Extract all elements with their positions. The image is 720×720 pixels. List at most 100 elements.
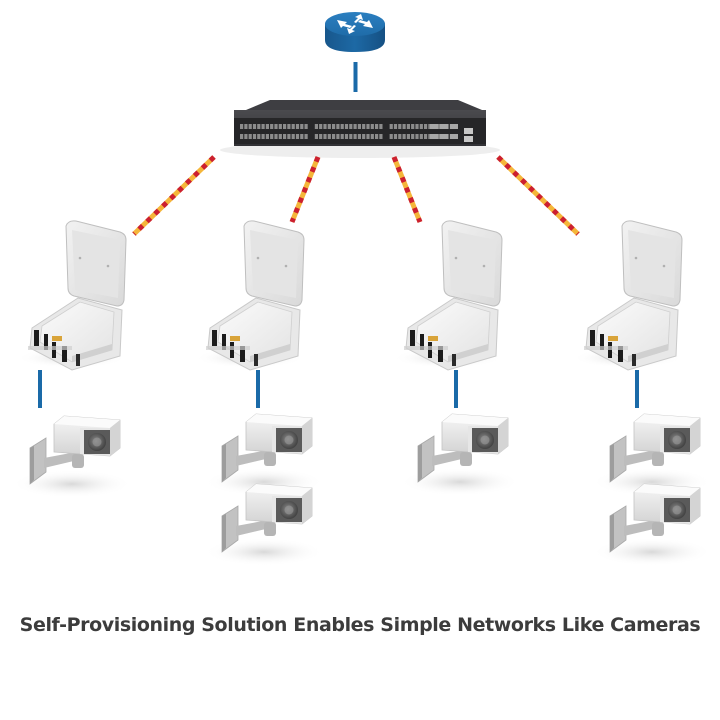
network-switch-icon bbox=[220, 100, 500, 158]
dashed-link-3 bbox=[391, 156, 423, 223]
switch-port bbox=[270, 124, 274, 129]
switch-port bbox=[319, 124, 323, 129]
switch-port bbox=[398, 124, 402, 129]
switch-uplink-port bbox=[440, 124, 448, 129]
switch-uplink-port bbox=[430, 134, 438, 139]
switch-port bbox=[344, 134, 349, 139]
switch-port bbox=[402, 134, 406, 139]
switch-port bbox=[240, 134, 244, 139]
switch-port bbox=[357, 124, 361, 129]
switch-port bbox=[332, 134, 336, 139]
switch-port bbox=[261, 124, 265, 129]
switch-port bbox=[402, 124, 406, 129]
switch-port bbox=[287, 124, 291, 129]
switch-port bbox=[261, 134, 265, 139]
switch-port bbox=[424, 134, 428, 139]
switch-port bbox=[398, 134, 402, 139]
switch-port bbox=[291, 124, 295, 129]
switch-port bbox=[252, 124, 257, 129]
outdoor-enclosure-icon bbox=[16, 220, 128, 371]
switch-port bbox=[370, 124, 374, 129]
switch-port bbox=[419, 134, 423, 139]
switch-port bbox=[240, 124, 244, 129]
switch-port bbox=[424, 124, 428, 129]
switch-port bbox=[340, 134, 344, 139]
switch-port bbox=[278, 124, 282, 129]
switch-port bbox=[283, 134, 287, 139]
switch-port bbox=[349, 124, 353, 129]
switch-uplink-port bbox=[440, 134, 448, 139]
switch-port bbox=[323, 134, 327, 139]
switch-port bbox=[428, 134, 432, 139]
switch-port bbox=[314, 134, 318, 139]
switch-port bbox=[265, 134, 269, 139]
switch-port bbox=[323, 124, 327, 129]
outdoor-enclosure-icon bbox=[194, 220, 306, 371]
switch-port bbox=[428, 124, 432, 129]
switch-port bbox=[257, 124, 261, 129]
router-icon bbox=[325, 12, 385, 52]
switch-port bbox=[362, 124, 366, 129]
switch-port bbox=[319, 134, 323, 139]
switch-port bbox=[375, 124, 379, 129]
switch-port bbox=[362, 134, 366, 139]
switch-port bbox=[300, 124, 304, 129]
switch-port bbox=[304, 134, 308, 139]
switch-port bbox=[327, 124, 331, 129]
switch-port bbox=[415, 134, 419, 139]
switch-port bbox=[353, 124, 357, 129]
dashed-link-2 bbox=[289, 156, 321, 223]
switch-port bbox=[366, 124, 370, 129]
switch-port bbox=[295, 124, 300, 129]
switch-port bbox=[244, 124, 248, 129]
switch-port bbox=[332, 124, 336, 129]
switch-port bbox=[370, 134, 374, 139]
switch-port bbox=[287, 134, 291, 139]
switch-port bbox=[375, 134, 379, 139]
switch-port bbox=[283, 124, 287, 129]
switch-port bbox=[244, 134, 248, 139]
switch-port bbox=[406, 134, 410, 139]
switch-port bbox=[436, 134, 441, 139]
switch-port bbox=[389, 124, 393, 129]
outdoor-enclosure-icon bbox=[392, 220, 504, 371]
switch-port bbox=[278, 134, 282, 139]
switch-port bbox=[393, 134, 398, 139]
switch-port bbox=[419, 124, 423, 129]
switch-enclosure-links bbox=[132, 155, 580, 236]
camera-icon bbox=[591, 483, 713, 567]
switch-port bbox=[411, 134, 415, 139]
camera-icon bbox=[399, 413, 521, 497]
switch-port bbox=[295, 134, 300, 139]
switch-uplink-port bbox=[450, 124, 458, 129]
switch-port bbox=[379, 134, 383, 139]
switch-port bbox=[274, 134, 278, 139]
switch-port bbox=[304, 124, 308, 129]
switch-port bbox=[327, 134, 331, 139]
switch-port bbox=[314, 124, 318, 129]
switch-port bbox=[379, 124, 383, 129]
switch-port bbox=[349, 134, 353, 139]
switch-port bbox=[357, 134, 361, 139]
switch-port bbox=[353, 134, 357, 139]
outdoor-enclosure-icon bbox=[572, 220, 684, 371]
switch-port bbox=[248, 124, 252, 129]
switch-port bbox=[300, 134, 304, 139]
switch-uplink-port bbox=[450, 134, 458, 139]
switch-port bbox=[344, 124, 349, 129]
switch-port bbox=[336, 134, 340, 139]
switch-port bbox=[257, 134, 261, 139]
switch-port bbox=[415, 124, 419, 129]
dashed-link-4 bbox=[496, 155, 580, 236]
switch-port bbox=[393, 124, 398, 129]
switch-port bbox=[265, 124, 269, 129]
switch-port bbox=[436, 124, 441, 129]
diagram-caption: Self-Provisioning Solution Enables Simpl… bbox=[19, 614, 701, 636]
switch-port bbox=[406, 124, 410, 129]
switch-port bbox=[248, 134, 252, 139]
switch-port bbox=[291, 134, 295, 139]
switch-port bbox=[274, 124, 278, 129]
switch-port bbox=[336, 124, 340, 129]
switch-port bbox=[340, 124, 344, 129]
